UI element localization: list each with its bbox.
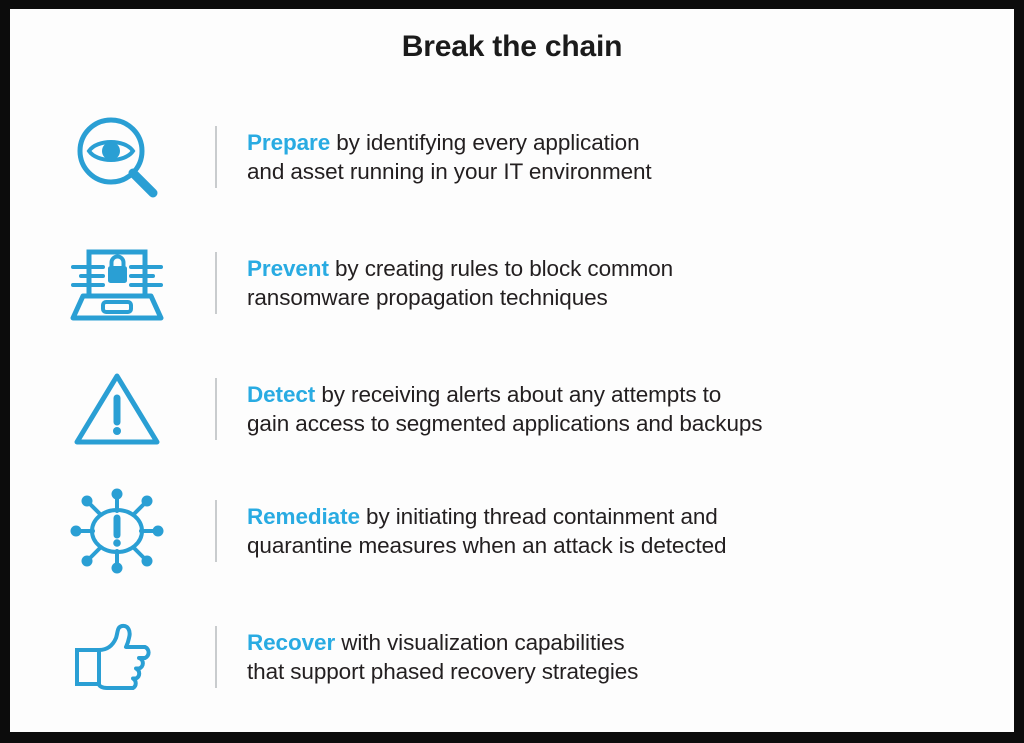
step-line-2: ransomware propagation techniques <box>247 285 608 310</box>
step-keyword: Recover <box>247 630 336 655</box>
step-line-1: by creating rules to block common <box>328 256 674 281</box>
step-text-detect: Detect by receiving alerts about any att… <box>247 380 1014 438</box>
step-line-1: by receiving alerts about any attempts t… <box>315 382 722 407</box>
step-line-2: quarantine measures when an attack is de… <box>247 533 727 558</box>
step-line-1: by identifying every application <box>330 130 640 155</box>
step-row-recover: Recover with visualization capabilities … <box>10 605 1014 709</box>
step-keyword: Prevent <box>247 256 329 281</box>
step-line-1: by initiating thread containment and <box>359 504 718 529</box>
virus-alert-icon <box>10 481 215 581</box>
row-divider <box>215 626 217 688</box>
laptop-lock-icon <box>10 233 215 333</box>
step-text-remediate: Remediate by initiating thread containme… <box>247 502 1014 560</box>
step-keyword: Prepare <box>247 130 331 155</box>
eye-magnifier-icon <box>10 107 215 207</box>
step-line-2: gain access to segmented applications an… <box>247 411 763 436</box>
step-line-2: that support phased recovery strategies <box>247 659 639 684</box>
infographic-canvas: Break the chain Prepare by identifying e… <box>10 9 1014 732</box>
step-line-1: with visualization capabilities <box>335 630 625 655</box>
page-title: Break the chain <box>401 30 623 63</box>
step-row-detect: Detect by receiving alerts about any att… <box>10 357 1014 461</box>
warning-triangle-icon <box>10 359 215 459</box>
step-keyword: Remediate <box>247 504 360 529</box>
step-text-recover: Recover with visualization capabilities … <box>247 628 1014 686</box>
row-divider <box>215 252 217 314</box>
row-divider <box>215 126 217 188</box>
step-text-prevent: Prevent by creating rules to block commo… <box>247 254 1014 312</box>
thumbs-up-icon <box>10 607 215 707</box>
row-divider <box>215 378 217 440</box>
step-row-prevent: Prevent by creating rules to block commo… <box>10 231 1014 335</box>
step-text-prepare: Prepare by identifying every application… <box>247 128 1014 186</box>
step-keyword: Detect <box>247 382 316 407</box>
step-row-prepare: Prepare by identifying every application… <box>10 105 1014 209</box>
row-divider <box>215 500 217 562</box>
step-row-remediate: Remediate by initiating thread containme… <box>10 479 1014 583</box>
step-line-2: and asset running in your IT environment <box>247 159 652 184</box>
